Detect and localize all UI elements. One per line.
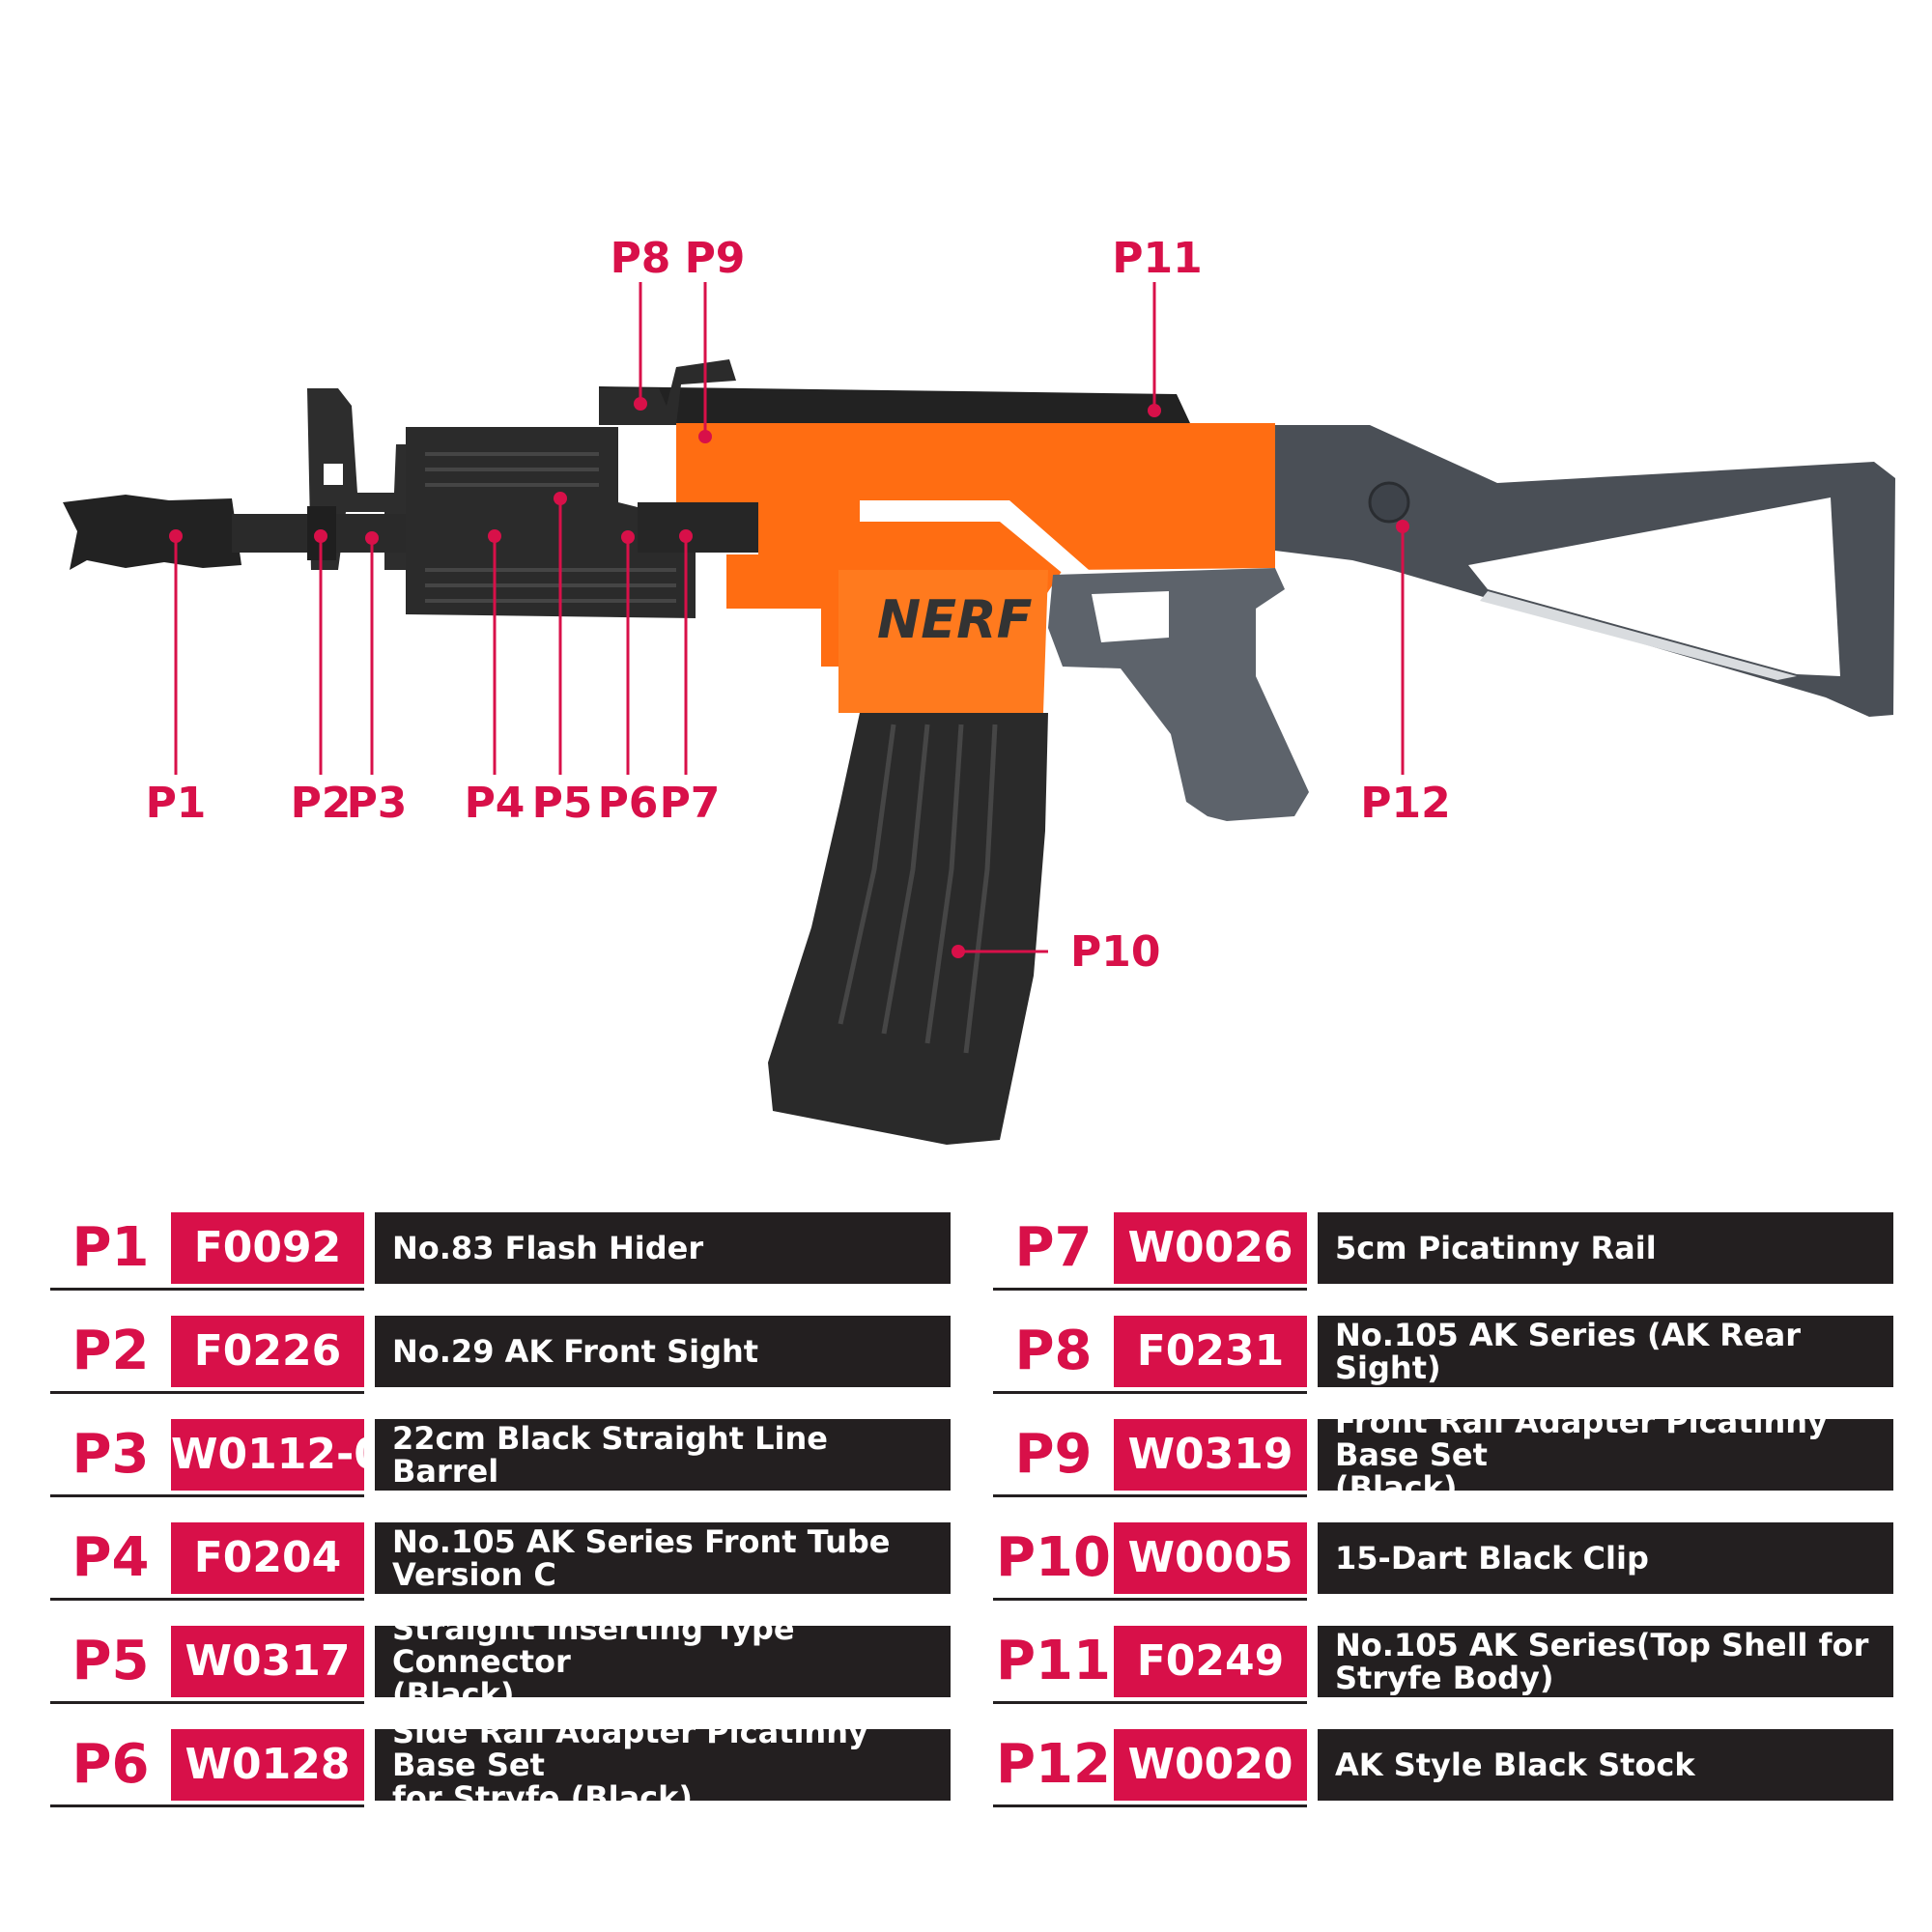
- row-divider: [993, 1391, 1307, 1394]
- part-label: P8: [1014, 1320, 1093, 1382]
- callout-p8: P8: [611, 234, 671, 283]
- flash-hider: [63, 495, 242, 570]
- row-divider: [993, 1804, 1307, 1807]
- row-divider: [50, 1701, 364, 1704]
- callout-p9: P9: [685, 234, 746, 283]
- top-rail: [599, 386, 1190, 425]
- orange-body: [676, 423, 1275, 705]
- callout-p12: P12: [1360, 779, 1450, 828]
- side-rail: [638, 502, 758, 553]
- row-divider: [50, 1804, 364, 1807]
- part-code: W0317: [171, 1626, 364, 1697]
- leader-dots: [169, 397, 1409, 958]
- part-label: P1: [71, 1216, 150, 1279]
- handguard-ribs: [425, 452, 676, 603]
- leader-lines: [174, 282, 1405, 953]
- blaster-illustration: NERF: [63, 359, 1895, 1145]
- part-code: W0026: [1114, 1212, 1307, 1284]
- part-code: W0128: [171, 1729, 364, 1801]
- part-name: No.105 AK Series(Top Shell for Stryfe Bo…: [1318, 1626, 1893, 1697]
- part-name: Side Rail Adapter Picatinny Base Set for…: [375, 1729, 951, 1801]
- part-label: P4: [71, 1526, 150, 1589]
- nerf-logo: NERF: [877, 589, 1033, 650]
- stock-cutout: [1468, 497, 1840, 676]
- row-divider: [993, 1288, 1307, 1291]
- magwell: [838, 570, 1048, 713]
- callout-p6: P6: [598, 779, 659, 828]
- magazine: [768, 713, 1048, 1145]
- part-code: W0319: [1114, 1419, 1307, 1491]
- part-name: 15-Dart Black Clip: [1318, 1522, 1893, 1594]
- part-name: No.83 Flash Hider: [375, 1212, 951, 1284]
- part-label: P9: [1014, 1423, 1093, 1486]
- row-divider: [993, 1598, 1307, 1601]
- callout-p10: P10: [1070, 927, 1160, 977]
- row-divider: [993, 1494, 1307, 1497]
- row-divider: [50, 1598, 364, 1601]
- part-label: P10: [996, 1526, 1111, 1589]
- callout-p4: P4: [465, 779, 526, 828]
- callout-p2: P2: [291, 779, 352, 828]
- part-code: F0226: [171, 1316, 364, 1387]
- grip: [1048, 568, 1309, 821]
- part-label: P2: [71, 1320, 150, 1382]
- row-divider: [50, 1288, 364, 1291]
- callout-labels: P1 P2 P3 P4 P5 P6 P7 P8 P9 P10 P11 P12: [146, 234, 1451, 977]
- part-name: Front Rail Adapter Picatinny Base Set (B…: [1318, 1419, 1893, 1491]
- callout-p5: P5: [532, 779, 593, 828]
- callout-p11: P11: [1112, 234, 1202, 283]
- callout-p3: P3: [347, 779, 408, 828]
- stock-knob: [1368, 481, 1410, 524]
- callout-p7: P7: [660, 779, 721, 828]
- part-name: Straight Inserting Type Connector (Black…: [375, 1626, 951, 1697]
- part-code: W0005: [1114, 1522, 1307, 1594]
- part-name: 5cm Picatinny Rail: [1318, 1212, 1893, 1284]
- row-divider: [50, 1391, 364, 1394]
- part-code: F0092: [171, 1212, 364, 1284]
- part-label: P12: [996, 1733, 1111, 1796]
- part-code: W0112-09: [171, 1419, 364, 1491]
- part-name: No.105 AK Series (AK Rear Sight): [1318, 1316, 1893, 1387]
- row-divider: [50, 1494, 364, 1497]
- part-code: F0204: [171, 1522, 364, 1594]
- part-label: P6: [71, 1733, 150, 1796]
- part-label: P11: [996, 1630, 1111, 1692]
- part-label: P3: [71, 1423, 150, 1486]
- part-code: F0249: [1114, 1626, 1307, 1697]
- part-label: P7: [1014, 1216, 1093, 1279]
- part-name: No.105 AK Series Front Tube Version C: [375, 1522, 951, 1594]
- trigger-guard-hole: [1092, 591, 1169, 642]
- part-name: AK Style Black Stock: [1318, 1729, 1893, 1801]
- part-code: W0020: [1114, 1729, 1307, 1801]
- row-divider: [993, 1701, 1307, 1704]
- part-name: No.29 AK Front Sight: [375, 1316, 951, 1387]
- stock-lower-edge: [1480, 591, 1797, 680]
- callout-p1: P1: [146, 779, 207, 828]
- front-sight-window: [324, 464, 343, 485]
- part-label: P5: [71, 1630, 150, 1692]
- magazine-ribs: [838, 724, 998, 1054]
- part-code: F0231: [1114, 1316, 1307, 1387]
- part-name: 22cm Black Straight Line Barrel: [375, 1419, 951, 1491]
- rear-sight: [599, 359, 736, 425]
- blaster-diagram: NERF P1 P2: [63, 234, 1895, 1145]
